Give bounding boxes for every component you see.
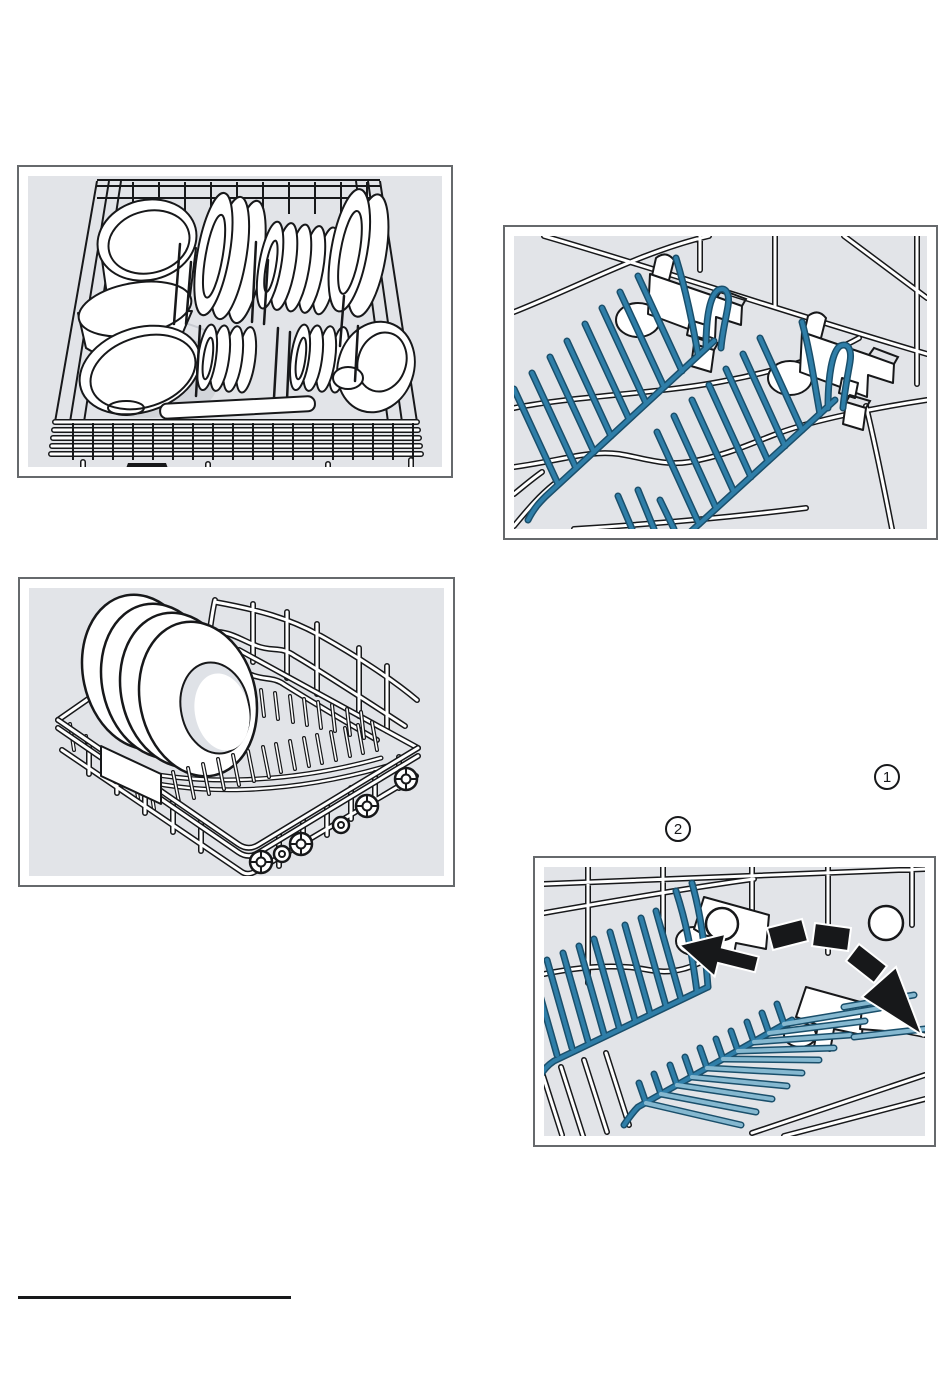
rotate-direction-arrow: [765, 917, 925, 1038]
figure-lower-rack: [18, 577, 455, 887]
folding-spikes-illustration: [514, 236, 927, 529]
fold-direction-arrow: [677, 932, 760, 979]
step-2-number: 2: [673, 820, 683, 838]
callout-circle-b: [867, 904, 905, 942]
rack-wheels: [248, 766, 419, 875]
figure-folding-spikes-action: [533, 856, 936, 1147]
footnote-divider: [18, 1296, 291, 1299]
step-callout-1: 1: [874, 764, 900, 790]
upper-rack-illustration: [28, 176, 442, 467]
step-callout-2: 2: [665, 816, 691, 842]
figure-folding-spikes: [503, 225, 938, 540]
lower-rack-illustration: [29, 588, 444, 876]
step-1-number: 1: [882, 768, 892, 786]
folding-spikes-action-illustration: [544, 867, 925, 1136]
figure-upper-rack-loaded: [17, 165, 453, 478]
